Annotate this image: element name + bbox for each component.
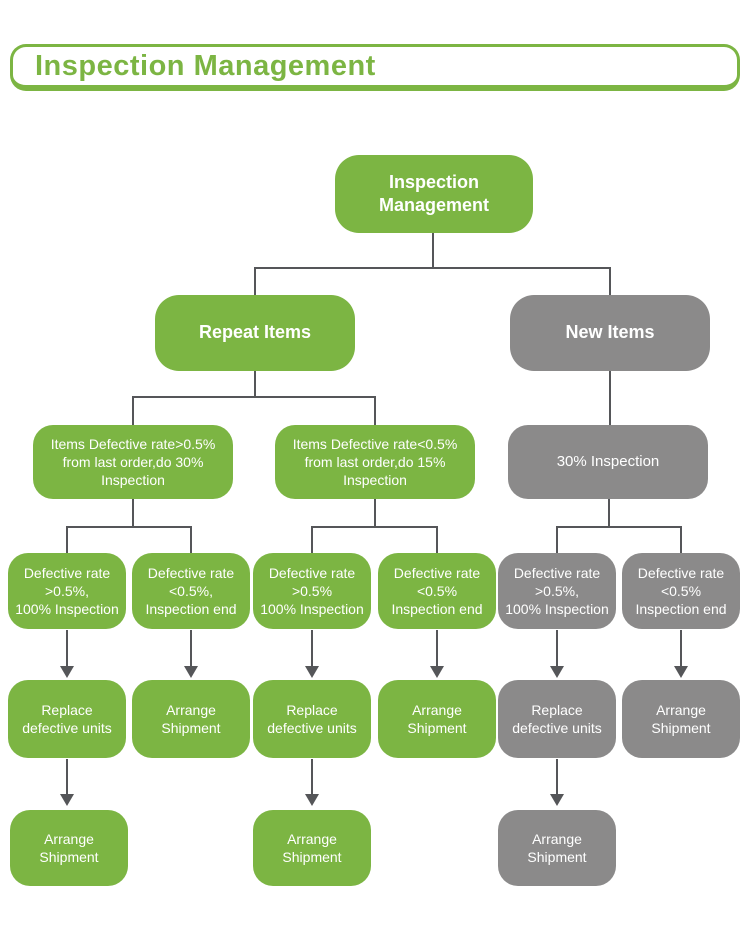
node-repeat-high-result-low: Defective rate <0.5%, Inspection end xyxy=(132,553,250,629)
connector-line xyxy=(432,233,434,268)
connector-line xyxy=(66,759,68,795)
connector-line xyxy=(66,526,68,553)
connector-line xyxy=(608,499,610,527)
node-inspection-management-root: Inspection Management xyxy=(335,155,533,233)
connector-line xyxy=(311,759,313,795)
node-arrange-shipment-final-1: Arrange Shipment xyxy=(10,810,128,886)
node-new-result-low: Defective rate <0.5% Inspection end xyxy=(622,553,740,629)
node-repeat-low-defect: Items Defective rate<0.5% from last orde… xyxy=(275,425,475,499)
node-arrange-shipment-1: Arrange Shipment xyxy=(132,680,250,758)
connector-line xyxy=(374,396,376,425)
page-header: Inspection Management xyxy=(10,44,740,91)
connector-line xyxy=(556,526,682,528)
arrow-down-icon xyxy=(60,666,74,678)
connector-line xyxy=(254,371,256,397)
connector-line xyxy=(609,267,611,295)
arrow-down-icon xyxy=(674,666,688,678)
connector-line xyxy=(190,526,192,553)
connector-line xyxy=(436,526,438,553)
connector-line xyxy=(311,526,438,528)
connector-line xyxy=(132,499,134,527)
node-arrange-shipment-3: Arrange Shipment xyxy=(622,680,740,758)
connector-line xyxy=(609,371,611,425)
node-arrange-shipment-final-2: Arrange Shipment xyxy=(253,810,371,886)
node-repeat-low-result-high: Defective rate >0.5% 100% Inspection xyxy=(253,553,371,629)
connector-line xyxy=(254,267,256,295)
connector-line xyxy=(680,630,682,667)
arrow-down-icon xyxy=(184,666,198,678)
node-arrange-shipment-final-3: Arrange Shipment xyxy=(498,810,616,886)
node-repeat-high-result-high: Defective rate >0.5%, 100% Inspection xyxy=(8,553,126,629)
connector-line xyxy=(311,526,313,553)
page-title: Inspection Management xyxy=(35,49,376,82)
connector-line xyxy=(680,526,682,553)
arrow-down-icon xyxy=(550,794,564,806)
node-new-result-high: Defective rate >0.5%, 100% Inspection xyxy=(498,553,616,629)
connector-line xyxy=(556,630,558,667)
connector-line xyxy=(66,526,192,528)
arrow-down-icon xyxy=(430,666,444,678)
node-repeat-items: Repeat Items xyxy=(155,295,355,371)
node-replace-defective-units-2: Replace defective units xyxy=(253,680,371,758)
connector-line xyxy=(556,759,558,795)
connector-line xyxy=(374,499,376,527)
arrow-down-icon xyxy=(550,666,564,678)
node-replace-defective-units-1: Replace defective units xyxy=(8,680,126,758)
node-repeat-high-defect: Items Defective rate>0.5% from last orde… xyxy=(33,425,233,499)
connector-line xyxy=(190,630,192,667)
arrow-down-icon xyxy=(60,794,74,806)
connector-line xyxy=(436,630,438,667)
node-replace-defective-units-3: Replace defective units xyxy=(498,680,616,758)
connector-line xyxy=(254,267,611,269)
node-repeat-low-result-low: Defective rate <0.5% Inspection end xyxy=(378,553,496,629)
arrow-down-icon xyxy=(305,794,319,806)
node-new-items-inspection: 30% Inspection xyxy=(508,425,708,499)
arrow-down-icon xyxy=(305,666,319,678)
connector-line xyxy=(66,630,68,667)
node-new-items: New Items xyxy=(510,295,710,371)
connector-line xyxy=(132,396,134,425)
connector-line xyxy=(311,630,313,667)
node-arrange-shipment-2: Arrange Shipment xyxy=(378,680,496,758)
connector-line xyxy=(132,396,376,398)
connector-line xyxy=(556,526,558,553)
